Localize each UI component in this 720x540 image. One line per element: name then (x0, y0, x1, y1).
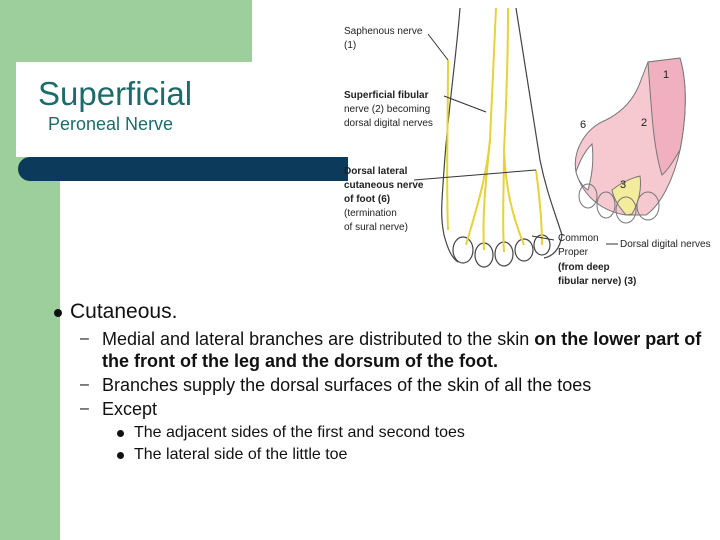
zone-6-label: 6 (580, 119, 586, 131)
subitem-bold-text: on the lower part of the front of the le… (102, 329, 702, 371)
title-underline-bar (18, 157, 348, 181)
zone-3-label: 3 (620, 179, 626, 191)
dorsal-lateral-label-1: Dorsal lateral (344, 166, 408, 177)
top-accent-block (0, 0, 252, 62)
foot-nerve-illustration: 1 2 3 6 Saphenous nerve (1) Superficial … (344, 7, 711, 287)
title-line-1: Superficial (38, 75, 193, 112)
dash-marker: – (80, 400, 89, 417)
dorsal-lateral-label-3: of foot (6) (344, 194, 390, 205)
subitem-list: – Medial and lateral branches are distri… (64, 328, 714, 466)
title-panel (16, 62, 340, 157)
dorsal-lateral-label-4: (termination (344, 208, 397, 219)
exception-text: The lateral side of the little toe (134, 446, 348, 463)
zone-1-label: 1 (663, 69, 669, 81)
deep-fibular-label-1: (from deep (558, 262, 610, 273)
label-leaders (413, 33, 618, 245)
dorsal-digital-label: Dorsal digital nerves (620, 239, 711, 250)
slide-title: Superficial Peroneal Nerve (38, 75, 192, 137)
exception-item: The lateral side of the little toe (117, 444, 714, 466)
bullet-cutaneous: Cutaneous. (54, 298, 714, 326)
subitem-text: Medial and lateral branches are distribu… (102, 329, 535, 349)
exception-list: The adjacent sides of the first and seco… (102, 422, 714, 466)
title-line-2: Peroneal Nerve (48, 114, 174, 134)
bullet-dot (117, 430, 124, 437)
subitem-text: Branches supply the dorsal surfaces of t… (102, 375, 592, 395)
dorsal-lateral-label-5: of sural nerve) (344, 222, 408, 233)
subitem: – Branches supply the dorsal surfaces of… (80, 374, 714, 396)
nerve-branches (446, 7, 543, 253)
subitem-text: Except (102, 399, 158, 419)
exception-text: The adjacent sides of the first and seco… (134, 424, 465, 441)
exception-item: The adjacent sides of the first and seco… (117, 422, 714, 444)
dash-marker: – (80, 376, 89, 393)
subitem: – Except (80, 398, 714, 420)
bullet-dot (117, 452, 124, 459)
sup-fibular-label-1: Superficial fibular (344, 90, 429, 101)
sup-fibular-label-3: dorsal digital nerves (344, 118, 433, 129)
subitem: – Medial and lateral branches are distri… (80, 328, 714, 372)
saphenous-label: Saphenous nerve (344, 26, 423, 37)
bullet-text: Cutaneous. (70, 300, 178, 323)
dermatome-inset: 1 2 3 6 (574, 57, 686, 224)
dash-marker: – (80, 330, 89, 347)
dorsal-lateral-label-2: cutaneous nerve (344, 180, 424, 191)
deep-fibular-label-2: fibular nerve) (3) (558, 276, 636, 287)
zone-2-label: 2 (641, 117, 647, 129)
proper-label: Proper (558, 247, 589, 258)
common-label: Common (558, 233, 599, 244)
bullet-dot (54, 309, 62, 317)
anatomy-figure: 1 2 3 6 Saphenous nerve (1) Superficial … (336, 0, 720, 300)
saphenous-number: (1) (344, 40, 356, 51)
foot-drawing (441, 7, 563, 268)
sup-fibular-label-2: nerve (2) becoming (344, 104, 430, 115)
slide-body: Cutaneous. – Medial and lateral branches… (54, 298, 714, 466)
